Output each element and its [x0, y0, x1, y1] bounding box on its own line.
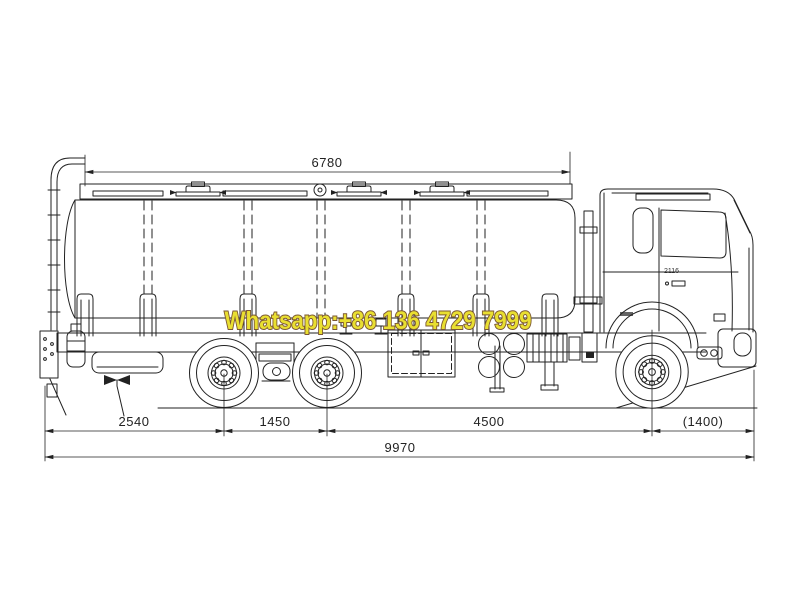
- top-walkway: [80, 184, 572, 199]
- departure-angle-line: [50, 379, 66, 415]
- marker-lamp: [714, 314, 725, 321]
- air-tanks: [479, 334, 525, 378]
- rear-suspension: [256, 343, 294, 383]
- drain-valve: [104, 375, 130, 416]
- drawing-lines: 2116: [40, 152, 757, 461]
- toolbox: [388, 330, 455, 377]
- dimension-layer: 6780 2540 1450 4500 (1400) 9970: [44, 152, 755, 461]
- door-handle: [672, 281, 685, 286]
- engine-assembly: [527, 333, 597, 390]
- tank-mount: [76, 293, 94, 337]
- fog-lamp-recess: [734, 333, 751, 356]
- dim-label-axle-spacing: 1450: [260, 414, 291, 429]
- rear-bumper: [40, 331, 58, 397]
- discharge-valve: [67, 324, 85, 367]
- rear-ladder: [48, 158, 85, 330]
- dim-label-overall-length: 9970: [385, 440, 416, 455]
- rear-mudguard: [92, 352, 163, 373]
- front-fender-inner: [613, 309, 691, 348]
- door-seams: [659, 208, 732, 331]
- cab-silhouette: [600, 189, 753, 332]
- front-bumper: [718, 329, 756, 367]
- tank-mount: [541, 293, 559, 337]
- chassis-frame: [57, 333, 706, 392]
- cab: 2116: [600, 189, 756, 367]
- vent-cap: [314, 184, 326, 196]
- whatsapp-watermark: Whatsapp:+86 136 4729 7999: [225, 307, 532, 335]
- quarter-window: [633, 208, 653, 253]
- sun-visor: [636, 194, 710, 200]
- dim-label-rear-overhang: 2540: [119, 414, 150, 429]
- tank-body: [65, 181, 576, 337]
- air-intake-pipe: [580, 211, 597, 332]
- headlight: [697, 347, 722, 359]
- door-window: [661, 210, 726, 258]
- cab-model-label: 2116: [664, 268, 679, 275]
- dim-label-front-overhang: (1400): [683, 414, 724, 429]
- dim-label-wheelbase: 4500: [474, 414, 505, 429]
- dim-label-tank-length: 6780: [312, 155, 343, 170]
- front-fender-outer: [606, 302, 698, 348]
- a-pillar: [734, 200, 750, 233]
- tank-mount: [139, 293, 157, 337]
- catwalk-deck: [574, 297, 602, 304]
